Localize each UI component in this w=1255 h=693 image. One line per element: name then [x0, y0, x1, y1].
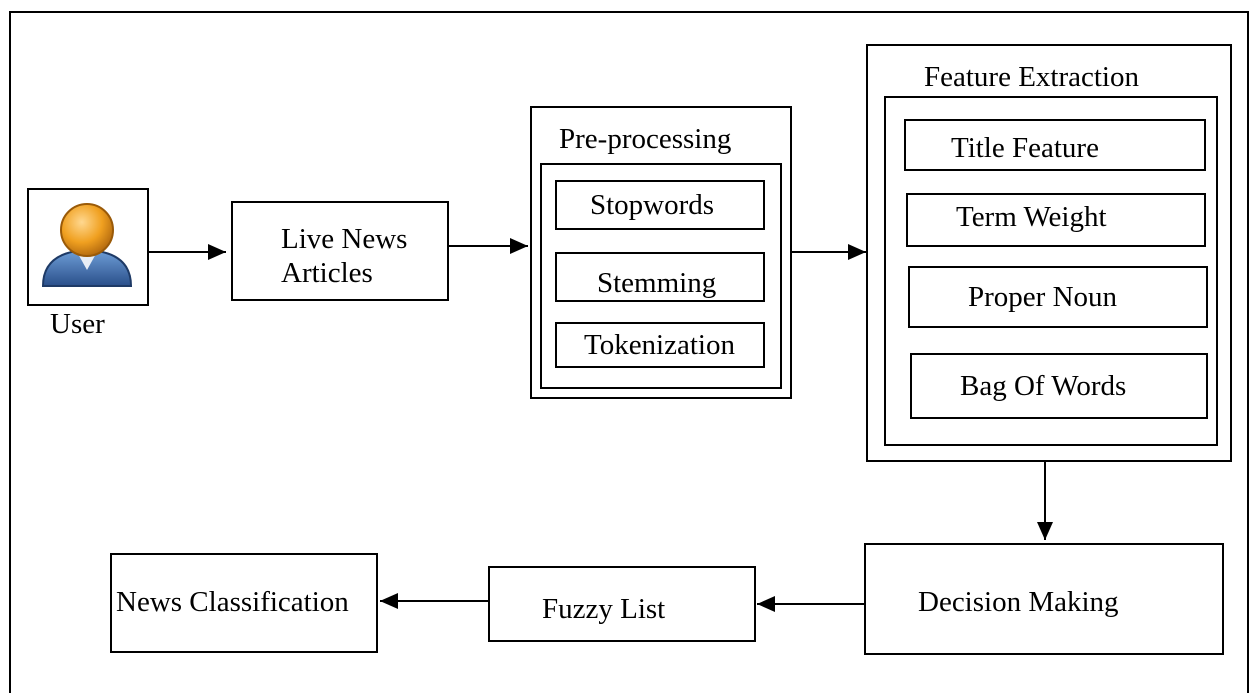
step-stopwords: Stopwords [555, 180, 765, 230]
feature-bag-of-words-label: Bag Of Words [960, 370, 1127, 402]
fuzzy-list-label: Fuzzy List [542, 593, 666, 625]
step-stopwords-label: Stopwords [590, 189, 715, 221]
step-stemming: Stemming [555, 252, 765, 302]
feature-extraction-title: Feature Extraction [924, 61, 1139, 93]
decision-making-label: Decision Making [918, 586, 1119, 618]
feature-title: Title Feature [904, 119, 1206, 171]
user-label: User [50, 308, 105, 340]
feature-proper-noun-label: Proper Noun [968, 281, 1118, 313]
feature-title-label: Title Feature [951, 132, 1099, 164]
diagram-frame [9, 11, 1249, 693]
preprocessing-outer: Pre-processing Stopwords Stemming Tokeni… [530, 106, 792, 399]
feature-extraction-inner: Title Feature Term Weight Proper Noun Ba… [884, 96, 1218, 446]
news-classification-label: News Classification [116, 586, 349, 618]
feature-bag-of-words: Bag Of Words [910, 353, 1208, 419]
connectors [149, 238, 1053, 612]
live-news-line1: Live News [281, 223, 408, 255]
user-box [27, 188, 149, 306]
feature-extraction-outer: Feature Extraction Title Feature Term We… [866, 44, 1232, 462]
news-classification-box: News Classification [110, 553, 378, 653]
live-news-line2: Articles [281, 257, 373, 289]
step-stemming-label: Stemming [597, 267, 717, 299]
step-tokenization: Tokenization [555, 322, 765, 368]
user-icon [41, 203, 133, 287]
decision-making-box: Decision Making [864, 543, 1224, 655]
feature-term-weight: Term Weight [906, 193, 1206, 247]
step-tokenization-label: Tokenization [584, 329, 735, 361]
fuzzy-list-box: Fuzzy List [488, 566, 756, 642]
preprocessing-title: Pre-processing [559, 123, 732, 155]
live-news-box: Live News Articles [231, 201, 449, 301]
preprocessing-inner: Stopwords Stemming Tokenization [540, 163, 782, 389]
feature-term-weight-label: Term Weight [956, 201, 1107, 233]
feature-proper-noun: Proper Noun [908, 266, 1208, 328]
